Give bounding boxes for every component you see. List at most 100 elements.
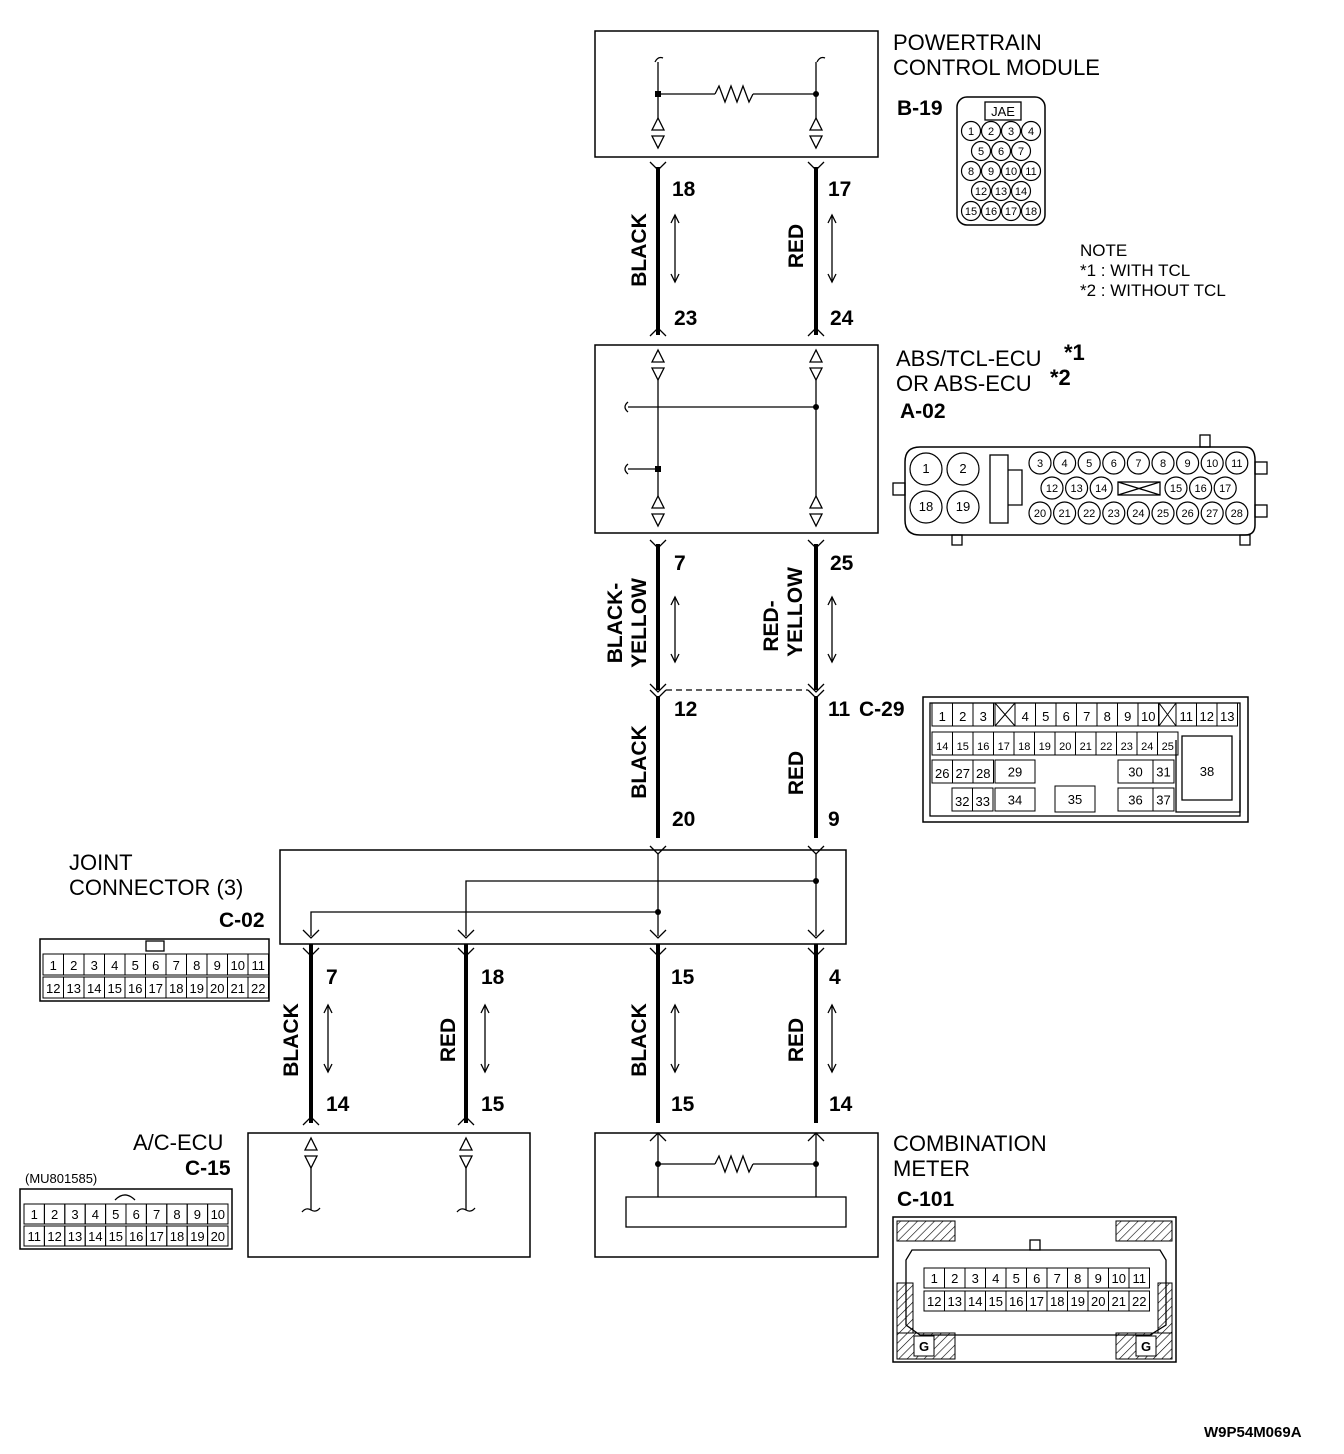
a02-pin-3: 3 [1037,458,1043,470]
c101-pin-21: 21 [1112,1294,1126,1309]
c101-pin-22: 22 [1132,1294,1146,1309]
c15-pin-11: 11 [27,1229,41,1244]
b19-pin-13: 13 [995,186,1007,198]
c15-pin-19: 19 [190,1229,204,1244]
a02-pin-10: 10 [1206,458,1218,470]
pin-abs-25: 25 [830,552,854,575]
c101-pin-9: 9 [1095,1271,1102,1286]
a02-pin-13: 13 [1070,483,1082,495]
wire-color-red-1: RED [785,224,808,268]
c29-pin-18: 18 [1018,741,1030,753]
c02-pin-15: 15 [108,981,122,996]
pin-pcm-17: 17 [828,178,851,201]
c29-pin-6: 6 [1063,709,1070,724]
pin-c02-18: 18 [481,966,505,989]
a02-pin-4: 4 [1062,458,1068,470]
c02-pin-17: 17 [149,981,163,996]
c02-pin-19: 19 [190,981,204,996]
b19-pin-10: 10 [1005,166,1017,178]
a02-pin-21: 21 [1058,508,1070,520]
c02-pin-12: 12 [46,981,60,996]
wire-color-black-1: BLACK [628,213,651,287]
c29-pin-37: 37 [1156,793,1170,808]
b19-pin-2: 2 [988,126,994,138]
pin-c29-11: 11 [828,698,851,721]
c29-pin-11: 11 [1180,709,1194,724]
c29-pin-19: 19 [1039,741,1051,753]
c02-pin-5: 5 [132,958,139,973]
wire-color-black-yellow-l2: YELLOW [628,578,651,668]
ac-ecu-connector-code: C-15 [185,1157,231,1180]
c15-pin-1: 1 [31,1207,38,1222]
c101-pin-10: 10 [1112,1271,1126,1286]
c29-pin-33: 33 [976,794,990,809]
c29-pin-32: 32 [955,794,969,809]
b19-pin-7: 7 [1018,146,1024,158]
wire-color-red-4: RED [437,1018,460,1062]
c29-pin-4: 4 [1022,709,1029,724]
c101-pin-7: 7 [1054,1271,1061,1286]
pin-c15-14: 14 [326,1093,350,1116]
c29-pin-25: 25 [1162,741,1174,753]
ac-ecu-module: A/C-ECU C-15 (MU801585) [25,1130,531,1258]
b19-pin-8: 8 [968,166,974,178]
c101-pin-5: 5 [1013,1271,1020,1286]
c101-pin-1: 1 [931,1271,938,1286]
c15-pin-8: 8 [173,1207,180,1222]
b19-pin-11: 11 [1025,166,1036,178]
c02-pin-13: 13 [67,981,81,996]
pcm-connector-code: B-19 [897,97,943,120]
pin-joint-20: 20 [672,808,695,831]
c29-pin-28: 28 [976,766,990,781]
wire-color-black-3: BLACK [628,725,651,799]
c29-pin-13: 13 [1220,709,1234,724]
c29-pin-38: 38 [1200,764,1214,779]
pin-abs-24: 24 [830,307,854,330]
b19-pin-4: 4 [1028,126,1034,138]
c101-pin-4: 4 [992,1271,999,1286]
wire-segment-c29-joint: 12 11 C-29 BLACK RED 20 9 [628,696,905,838]
pin-c29-12: 12 [674,698,697,721]
c02-pin-2: 2 [70,958,77,973]
pin-c02-15: 15 [671,966,695,989]
a02-pin-9: 9 [1185,458,1191,470]
c15-pin-7: 7 [153,1207,160,1222]
b19-pin-9: 9 [988,166,994,178]
pin-pcm-18: 18 [672,178,696,201]
c29-pin-2: 2 [959,709,966,724]
ac-ecu-title: A/C-ECU [133,1130,223,1155]
a02-pin-28: 28 [1231,508,1243,520]
c15-pin-17: 17 [149,1229,163,1244]
wire-color-red-5: RED [785,1018,808,1062]
note-line1: *1 : WITH TCL [1080,261,1190,280]
c29-pin-24: 24 [1141,741,1153,753]
abs-connector-code: A-02 [900,400,946,423]
c02-pin-20: 20 [210,981,224,996]
b19-pin-12: 12 [975,186,987,198]
c29-pin-20: 20 [1059,741,1071,753]
c101-pin-19: 19 [1071,1294,1085,1309]
c29-pin-30: 30 [1128,765,1142,780]
c101-pin-16: 16 [1009,1294,1023,1309]
c02-pin-21: 21 [231,981,245,996]
c02-pin-6: 6 [152,958,159,973]
b19-pin-17: 17 [1005,206,1017,218]
a02-pin-12: 12 [1046,483,1058,495]
b19-pin-1: 1 [968,126,974,138]
joint-title-line1: JOINT [69,850,133,875]
c29-pin-16: 16 [977,741,989,753]
wire-color-red-3: RED [785,751,808,795]
c15-pin-18: 18 [170,1229,184,1244]
c15-pin-20: 20 [211,1229,225,1244]
c15-pin-14: 14 [88,1229,102,1244]
a02-pin-27: 27 [1206,508,1218,520]
pin-c15-15: 15 [481,1093,505,1116]
a02-pin-15: 15 [1170,483,1182,495]
b19-pin-15: 15 [965,206,977,218]
a02-pin-26: 26 [1181,508,1193,520]
a02-pin-17: 17 [1219,483,1231,495]
